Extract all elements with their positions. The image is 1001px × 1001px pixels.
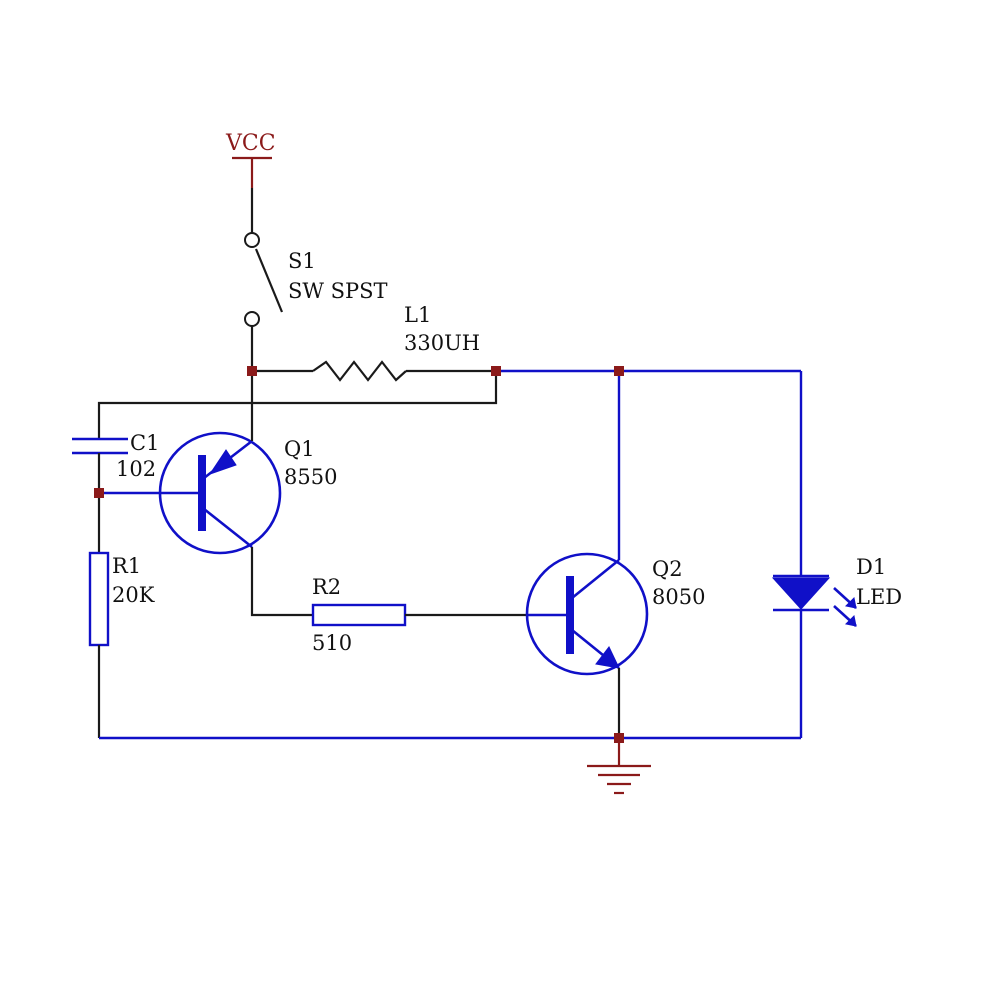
capacitor-c1: C1 102 — [72, 431, 159, 493]
feedback-wire — [97, 371, 498, 438]
junction-dot — [247, 366, 257, 376]
inductor-value: 330UH — [404, 331, 480, 355]
ground-symbol — [587, 738, 651, 795]
switch-value: SW SPST — [288, 279, 388, 303]
transistor-q2: Q2 8050 — [525, 371, 705, 738]
resistor-r1: R1 20K — [88, 493, 155, 738]
q2-value: 8050 — [652, 585, 705, 609]
q1-ref: Q1 — [284, 437, 315, 461]
r1-value: 20K — [112, 583, 155, 607]
junction-dot — [614, 366, 624, 376]
capacitor-value: 102 — [116, 457, 156, 481]
transistor-q1: Q1 8550 — [99, 371, 337, 555]
vcc-label: VCC — [225, 131, 276, 156]
inductor-l1: L1 330UH — [252, 303, 496, 382]
capacitor-ref: C1 — [130, 431, 159, 455]
d1-ref: D1 — [856, 555, 886, 579]
vcc-power-symbol: VCC — [225, 131, 276, 188]
junction-dot — [94, 488, 104, 498]
resistor-r2: R2 510 — [250, 547, 528, 655]
switch-s1: S1 SW SPST — [244, 188, 388, 371]
junction-dots — [94, 366, 624, 743]
led-d1: D1 LED — [771, 371, 902, 738]
inductor-ref: L1 — [404, 303, 431, 327]
r1-ref: R1 — [112, 554, 141, 578]
q2-ref: Q2 — [652, 557, 683, 581]
q1-value: 8550 — [284, 465, 337, 489]
d1-value: LED — [856, 585, 902, 609]
junction-dot — [614, 733, 624, 743]
r2-ref: R2 — [312, 575, 341, 599]
r2-value: 510 — [312, 631, 352, 655]
junction-dot — [491, 366, 501, 376]
switch-ref: S1 — [288, 249, 316, 273]
